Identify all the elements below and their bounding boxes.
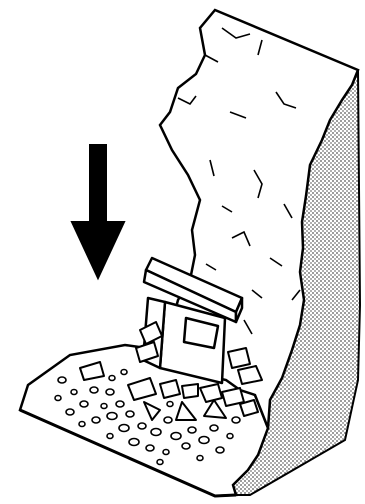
falling-arrow (72, 145, 124, 278)
